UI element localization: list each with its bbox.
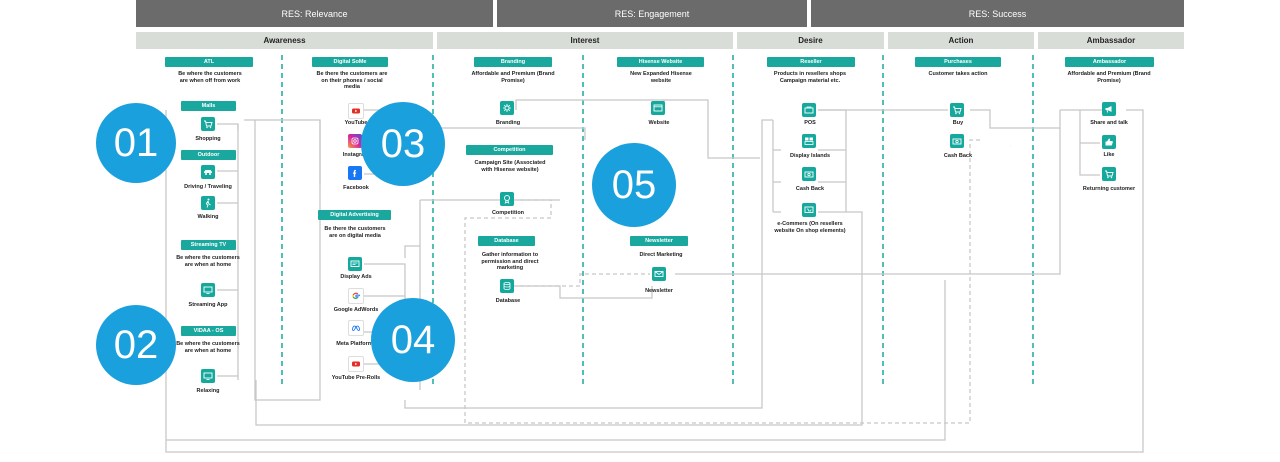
badge-03: 03 [361,102,445,186]
node-label-website: Website [648,120,670,126]
badge-01: 01 [96,103,176,183]
desc-ambassador: Affordable and Premium (Brand Promise) [1067,71,1151,84]
megaphone-icon [1102,102,1116,116]
node-label-pos: POS [804,120,816,126]
node-label-driving: Driving / Traveling [184,184,232,190]
desc-competition: Campaign Site (Associated with Hisense w… [474,160,546,173]
buy-cart-icon [950,103,964,117]
tag-streaming-tv: Streaming TV [181,240,236,250]
branding-icon [500,101,514,115]
node-label-meta-platforms: Meta Platforms [336,341,376,347]
cash-back-reseller-icon [802,167,816,181]
tag-competition: Competition [466,145,553,155]
node-label-walking: Walking [197,214,219,220]
google-icon [348,288,364,304]
node-label-cash-back: Cash Back [943,153,973,159]
node-label-returning-customer: Returning customer [1082,186,1136,192]
node-label-competition: Competition [491,210,525,216]
stage-ambassador: Ambassador [1038,32,1184,49]
node-label-ecommers: e-Commers (On resellers website On shop … [774,221,846,234]
node-label-shopping: Shopping [195,136,221,142]
desc-vidaa: Be where the customers are when at home [176,341,240,354]
res-success-bar: RES: Success [811,0,1184,27]
stage-action: Action [888,32,1034,49]
cash-back-icon [950,134,964,148]
like-icon [1102,135,1116,149]
badge-02: 02 [96,305,176,385]
node-label-streaming-app: Streaming App [188,302,228,308]
tag-atl: ATL [165,57,253,67]
res-relevance-bar: RES: Relevance [136,0,493,27]
desc-branding: Affordable and Premium (Brand Promise) [471,71,555,84]
badge-05: 05 [592,143,676,227]
node-label-newsletter: Newsletter [645,288,673,294]
badge-04: 04 [371,298,455,382]
node-label-relaxing: Relaxing [196,388,220,394]
car-icon [201,165,215,179]
desc-streaming-tv: Be where the customers are when at home [176,255,240,268]
meta-icon [348,320,364,336]
tag-branding: Branding [474,57,552,67]
node-label-display-ads: Display Ads [340,274,372,280]
desc-digital-some: Be there the customers are on their phon… [316,71,388,90]
node-label-youtube: YouTube [344,120,368,126]
desc-purchases: Customer takes action [928,71,988,77]
tv-relax-icon [201,369,215,383]
node-label-youtube-prerolls: YouTube Pre-Rolls [331,375,381,381]
node-label-facebook: Facebook [343,185,369,191]
node-label-instagram: Instagram [342,152,370,158]
tag-hisense-website: Hisense Website [617,57,704,67]
walking-icon [201,196,215,210]
tag-vidaa: VIDAA - OS [181,326,236,336]
tag-purchases: Purchases [915,57,1001,67]
desc-atl: Be where the customers are when off from… [178,71,242,84]
stage-interest: Interest [437,32,733,49]
stage-desire: Desire [737,32,884,49]
node-label-google-adwords: Google AdWords [333,307,379,313]
display-islands-icon [802,134,816,148]
instagram-icon [348,134,362,148]
database-icon [500,279,514,293]
node-label-buy: Buy [952,120,964,126]
desc-digital-advertising: Be there the customers are on digital me… [324,226,386,239]
node-label-like: Like [1103,152,1115,158]
desc-newsletter: Direct Marketing [639,252,683,258]
youtube-preroll-icon [348,356,364,372]
tag-digital-advertising: Digital Advertising [318,210,391,220]
tv-icon [201,283,215,297]
node-label-database: Database [495,298,521,304]
stage-awareness: Awareness [136,32,433,49]
ecommers-icon [802,203,816,217]
desc-hisense-website: New Expanded Hisense website [630,71,692,84]
desc-database: Gather information to permission and dir… [481,252,539,271]
mail-icon [652,267,666,281]
tag-reseller: Reseller [767,57,855,67]
node-label-display-islands: Display Islands [789,153,831,159]
desc-reseller: Products in resellers shops Campaign mat… [773,71,847,84]
facebook-icon [348,166,362,180]
tag-database: Database [478,236,535,246]
website-icon [651,101,665,115]
tag-outdoor: Outdoor [181,150,236,160]
tag-newsletter: Newsletter [630,236,688,246]
trophy-icon [500,192,514,206]
pos-icon [802,103,816,117]
returning-cart-icon [1102,167,1116,181]
shopping-cart-icon [201,117,215,131]
node-label-share-and-talk: Share and talk [1090,120,1128,126]
res-engagement-bar: RES: Engagement [497,0,807,27]
node-label-cash-back-reseller: Cash Back [795,186,825,192]
tag-ambassador: Ambassador [1065,57,1154,67]
node-label-branding: Branding [495,120,521,126]
display-ads-icon [348,257,362,271]
youtube-icon [348,103,364,119]
tag-malls: Malls [181,101,236,111]
tag-digital-some: Digital SoMe [312,57,388,67]
